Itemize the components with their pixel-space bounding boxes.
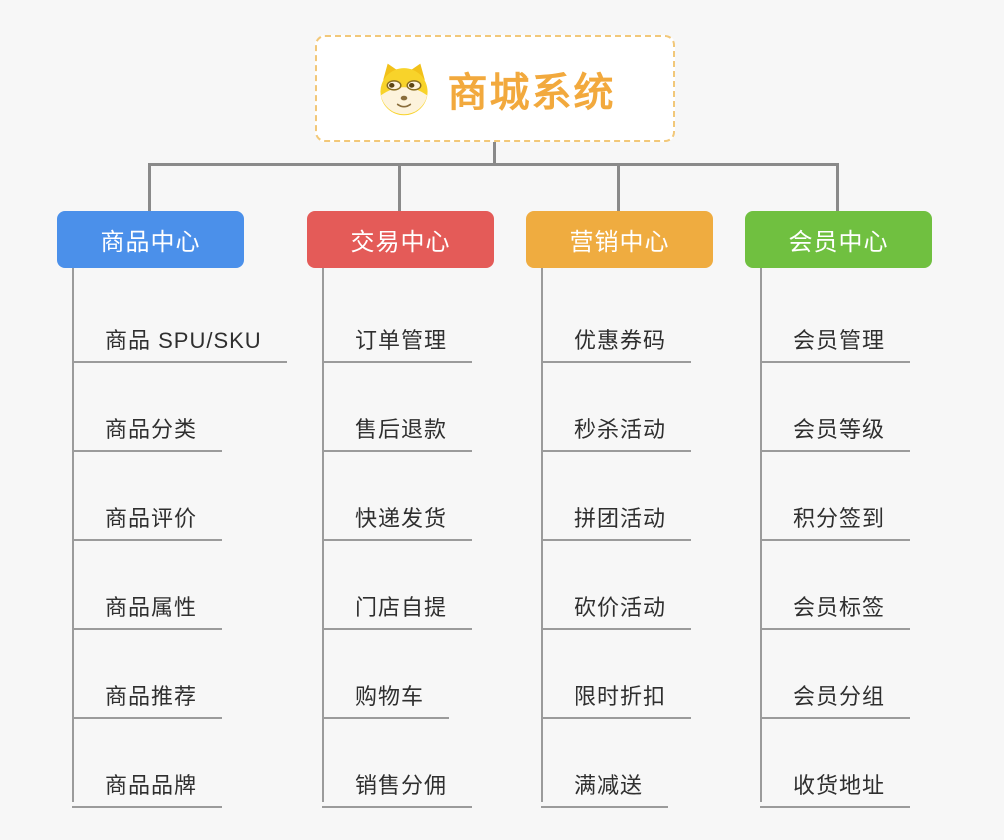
branch-label: 会员中心 [788, 229, 889, 256]
leaf-node[interactable]: 商品 SPU/SKU [72, 313, 287, 363]
leaf-node[interactable]: 优惠券码 [541, 313, 692, 363]
branch-node-product-center[interactable]: 商品中心 [57, 211, 244, 268]
leaf-node[interactable]: 商品分类 [72, 402, 223, 452]
branch-node-trade-center[interactable]: 交易中心 [307, 211, 494, 268]
leaf-node[interactable]: 门店自提 [322, 580, 473, 630]
leaf-node[interactable]: 售后退款 [322, 402, 473, 452]
branch-bus-line [148, 163, 839, 166]
doge-icon [379, 63, 428, 115]
branch-trunk-line [322, 268, 324, 802]
branch-label: 营销中心 [569, 229, 670, 256]
branch-trunk-line [760, 268, 762, 802]
leaf-node[interactable]: 秒杀活动 [541, 402, 692, 452]
branch-drop-line [148, 163, 151, 211]
leaf-node[interactable]: 满减送 [541, 758, 669, 808]
branch-trunk-line [541, 268, 543, 802]
leaf-node[interactable]: 砍价活动 [541, 580, 692, 630]
leaf-node[interactable]: 销售分佣 [322, 758, 473, 808]
branch-trunk-line [72, 268, 74, 802]
branch-drop-line [836, 163, 839, 211]
branch-label: 商品中心 [100, 229, 201, 256]
leaf-node[interactable]: 商品推荐 [72, 669, 223, 719]
branch-node-member-center[interactable]: 会员中心 [745, 211, 932, 268]
leaf-node[interactable]: 拼团活动 [541, 491, 692, 541]
leaf-node[interactable]: 收货地址 [760, 758, 911, 808]
root-title: 商城系统 [447, 70, 616, 115]
branch-drop-line [398, 163, 401, 211]
leaf-node[interactable]: 商品评价 [72, 491, 223, 541]
leaf-node[interactable]: 会员标签 [760, 580, 911, 630]
branch-label: 交易中心 [350, 229, 451, 256]
leaf-node[interactable]: 商品属性 [72, 580, 223, 630]
leaf-node[interactable]: 快递发货 [322, 491, 473, 541]
branch-node-marketing-center[interactable]: 营销中心 [526, 211, 713, 268]
branch-drop-line [617, 163, 620, 211]
leaf-node[interactable]: 购物车 [322, 669, 450, 719]
root-connector-line [493, 142, 496, 166]
leaf-node[interactable]: 会员分组 [760, 669, 911, 719]
leaf-node[interactable]: 积分签到 [760, 491, 911, 541]
leaf-node[interactable]: 订单管理 [322, 313, 473, 363]
root-node-mall-system[interactable]: 商城系统 [315, 35, 675, 142]
leaf-node[interactable]: 会员等级 [760, 402, 911, 452]
leaf-node[interactable]: 限时折扣 [541, 669, 692, 719]
leaf-node[interactable]: 会员管理 [760, 313, 911, 363]
leaf-node[interactable]: 商品品牌 [72, 758, 223, 808]
